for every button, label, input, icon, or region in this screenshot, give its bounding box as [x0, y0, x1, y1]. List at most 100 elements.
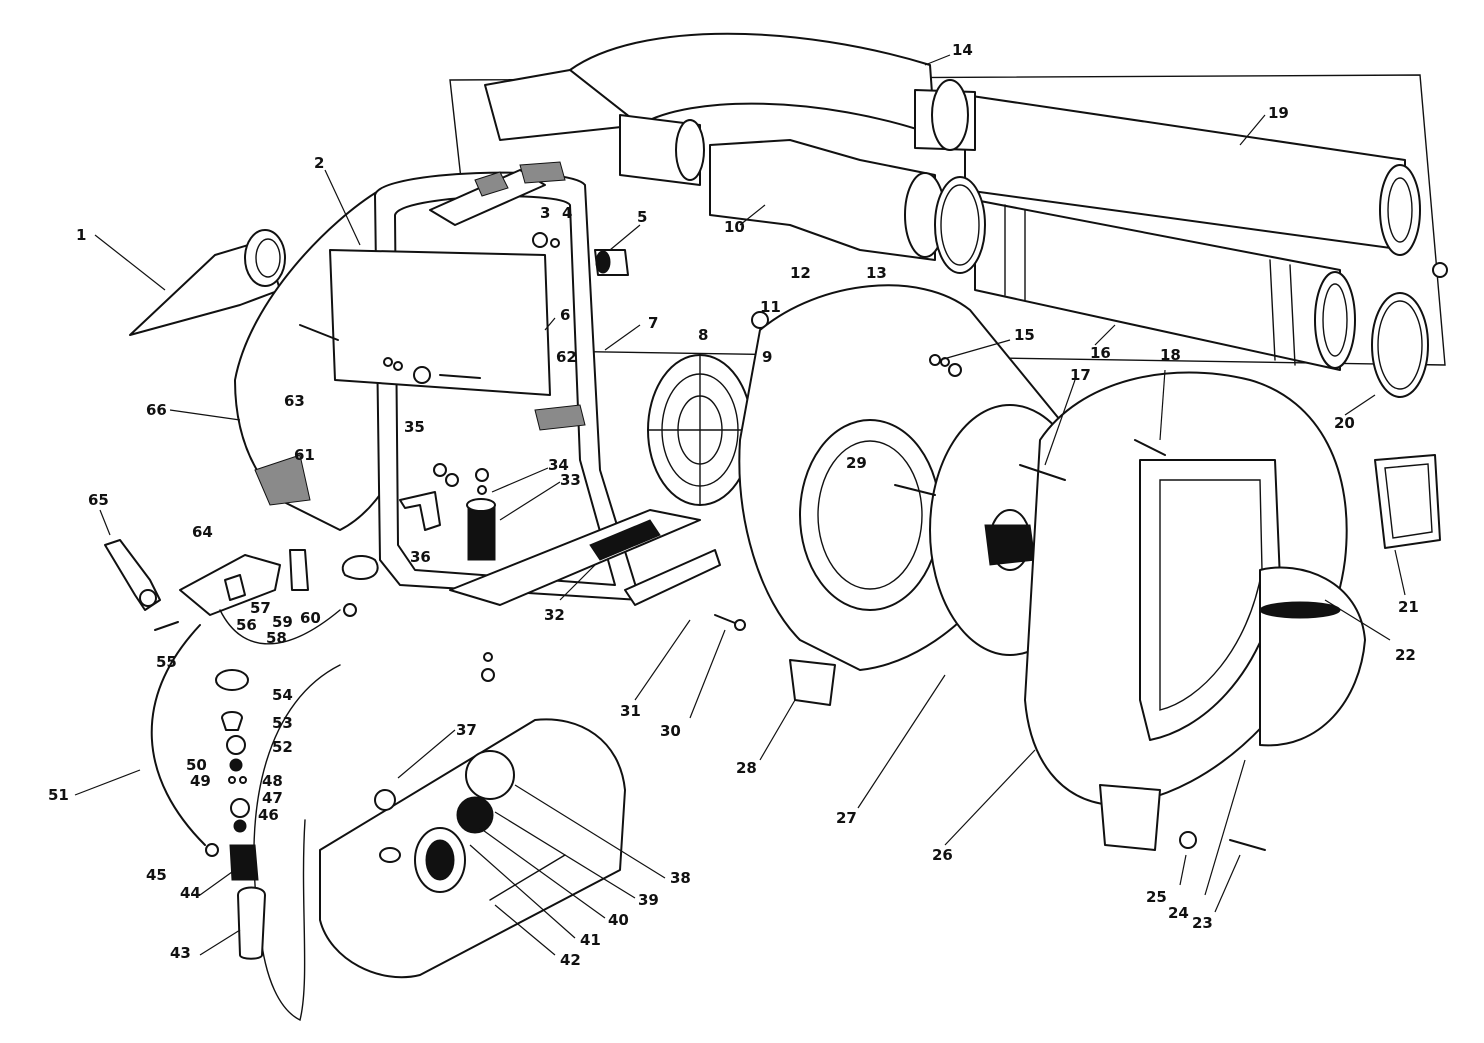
callout-38: 38: [670, 869, 691, 887]
leader-25: [1179, 854, 1187, 886]
callout-30: 30: [660, 722, 681, 740]
callout-55: 55: [156, 653, 177, 671]
callout-48: 48: [262, 772, 283, 790]
callout-63: 63: [284, 392, 305, 410]
callout-39: 39: [638, 891, 659, 909]
housing-intake-inner: [817, 440, 923, 590]
nut-3c: [481, 668, 495, 682]
leader-10: [739, 204, 766, 226]
leader-32: [559, 564, 596, 601]
leader-2: [324, 169, 361, 246]
leader-14: [924, 54, 951, 66]
leader-31: [634, 619, 691, 701]
callout-4: 4: [562, 204, 572, 222]
callout-65: 65: [88, 491, 109, 509]
throttle-pivot: [139, 589, 157, 607]
leader-34: [491, 467, 549, 493]
muffler-33-top: [466, 498, 496, 512]
callout-20: 20: [1334, 414, 1355, 432]
fuel-port: [379, 847, 401, 863]
grommet-25: [1179, 831, 1197, 849]
leader-33: [499, 481, 561, 521]
tube-assembly: [449, 32, 1448, 398]
nut-3b: [475, 468, 489, 482]
leader-43: [199, 929, 241, 956]
nut-3d: [948, 363, 962, 377]
leader-24: [1204, 759, 1246, 896]
callout-17: 17: [1070, 366, 1091, 384]
callout-62: 62: [556, 348, 577, 366]
long-tube-bore: [1387, 177, 1413, 243]
cap-54: [215, 669, 249, 691]
leader-39: [494, 811, 636, 899]
short-tube-bore: [675, 119, 705, 181]
fan-guard-8: [647, 354, 753, 506]
shoulder-strap-mesh: [254, 454, 311, 506]
callout-47: 47: [262, 789, 283, 807]
hose-clamp-front: [934, 176, 986, 274]
bracket-31: [624, 549, 721, 606]
callout-27: 27: [836, 809, 857, 827]
leader-19: [1239, 114, 1266, 146]
nozzle-part: [129, 229, 286, 336]
leader-40: [479, 827, 606, 919]
washer-4a: [550, 238, 560, 248]
leader-21: [1394, 549, 1406, 596]
leader-51: [74, 769, 141, 796]
ball-49: [228, 776, 236, 784]
callout-11: 11: [760, 298, 781, 316]
nut-9c: [433, 463, 447, 477]
callout-29: 29: [846, 454, 867, 472]
callout-52: 52: [272, 738, 293, 756]
flex-rib-2: [1289, 264, 1296, 366]
callout-46: 46: [258, 806, 279, 824]
leader-65: [99, 509, 111, 536]
filter-43: [237, 886, 266, 960]
fuel-tank: [319, 718, 626, 979]
callout-64: 64: [192, 523, 213, 541]
leader-17: [1044, 379, 1076, 466]
callout-61: 61: [294, 446, 315, 464]
backpack-frame-group: [234, 161, 701, 606]
callout-32: 32: [544, 606, 565, 624]
nut-9a: [413, 366, 431, 384]
housing-foot-28: [789, 659, 836, 706]
outlet-ring: [1259, 601, 1341, 619]
callout-31: 31: [620, 702, 641, 720]
mounting-plate: [329, 249, 551, 396]
clamp-60: [289, 549, 309, 591]
callout-54: 54: [272, 686, 293, 704]
callout-10: 10: [724, 218, 745, 236]
ball-48: [239, 776, 247, 784]
leader-7: [604, 324, 641, 351]
screw-55: [154, 621, 179, 631]
nozzle-collar: [244, 229, 286, 287]
leader-38: [514, 784, 666, 879]
callout-45: 45: [146, 866, 167, 884]
washer-4b: [477, 485, 487, 495]
cable-58: [219, 609, 341, 645]
leader-16: [1094, 324, 1116, 346]
blower-housing: [738, 284, 1441, 851]
frame-hardware: [299, 232, 780, 682]
callout-49: 49: [190, 772, 211, 790]
long-tube-end: [1379, 164, 1421, 256]
leader-22: [1324, 599, 1391, 641]
disk-52: [226, 735, 246, 755]
harness-mesh-1: [474, 171, 509, 197]
fuel-system: [150, 624, 626, 1022]
nut-9d: [445, 473, 459, 487]
leader-66: [169, 409, 241, 421]
callout-19: 19: [1268, 104, 1289, 122]
leader-lines: [74, 54, 1406, 956]
washer-11b: [393, 361, 403, 371]
callout-28: 28: [736, 759, 757, 777]
base-tray-mesh: [534, 404, 586, 431]
fuel-filter-37: [374, 789, 396, 811]
bolt-17: [1019, 464, 1066, 481]
callout-57: 57: [250, 599, 271, 617]
callout-53: 53: [272, 714, 293, 732]
seat-47: [230, 798, 250, 818]
left-strap-loop: [341, 555, 379, 580]
callout-44: 44: [180, 884, 201, 902]
